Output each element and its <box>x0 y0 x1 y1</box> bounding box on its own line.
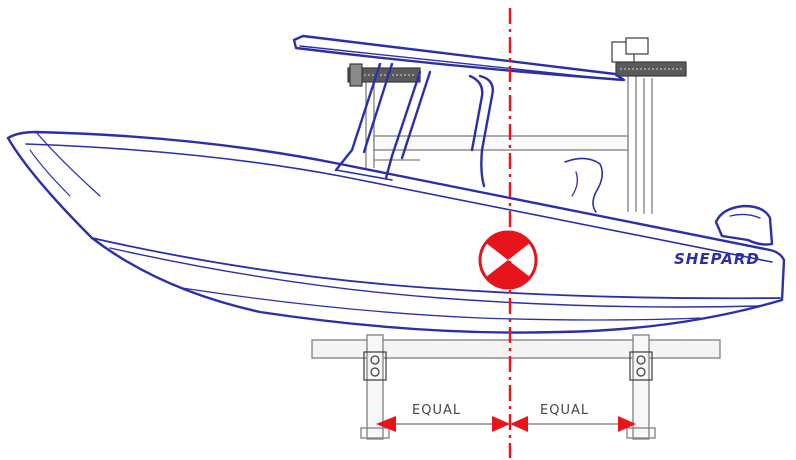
right-lift-post <box>632 334 650 440</box>
right-dimension-label: EQUAL <box>540 403 589 418</box>
right-post-base <box>626 427 656 439</box>
upper-crossbar <box>373 135 629 151</box>
lift-motors <box>347 37 687 87</box>
left-dim-arrow-start <box>376 416 396 432</box>
upper-lift-frame <box>365 70 653 214</box>
center-of-gravity-marker <box>478 230 538 290</box>
windshield <box>478 74 494 188</box>
left-post-bracket <box>363 351 387 381</box>
right-post-bracket <box>629 351 653 381</box>
lift-frame <box>311 334 721 440</box>
left-dim-arrow-end <box>492 416 510 432</box>
right-winch <box>615 61 687 77</box>
t-top-canopy <box>292 34 626 82</box>
bunk-beam <box>311 339 721 359</box>
right-dim-arrow-start <box>510 416 528 432</box>
hull-name-label: SHEPARD <box>674 250 760 268</box>
left-dimension-label: EQUAL <box>412 403 461 418</box>
dimension-lines <box>376 416 636 432</box>
left-post-base <box>360 427 390 439</box>
console-seat <box>564 157 604 213</box>
outboard-engine <box>714 204 774 246</box>
right-dim-arrow-end <box>618 416 636 432</box>
hull-bottom <box>6 136 784 334</box>
hull-sheer <box>6 130 786 302</box>
hull-chine <box>91 237 781 300</box>
boat <box>6 34 786 334</box>
